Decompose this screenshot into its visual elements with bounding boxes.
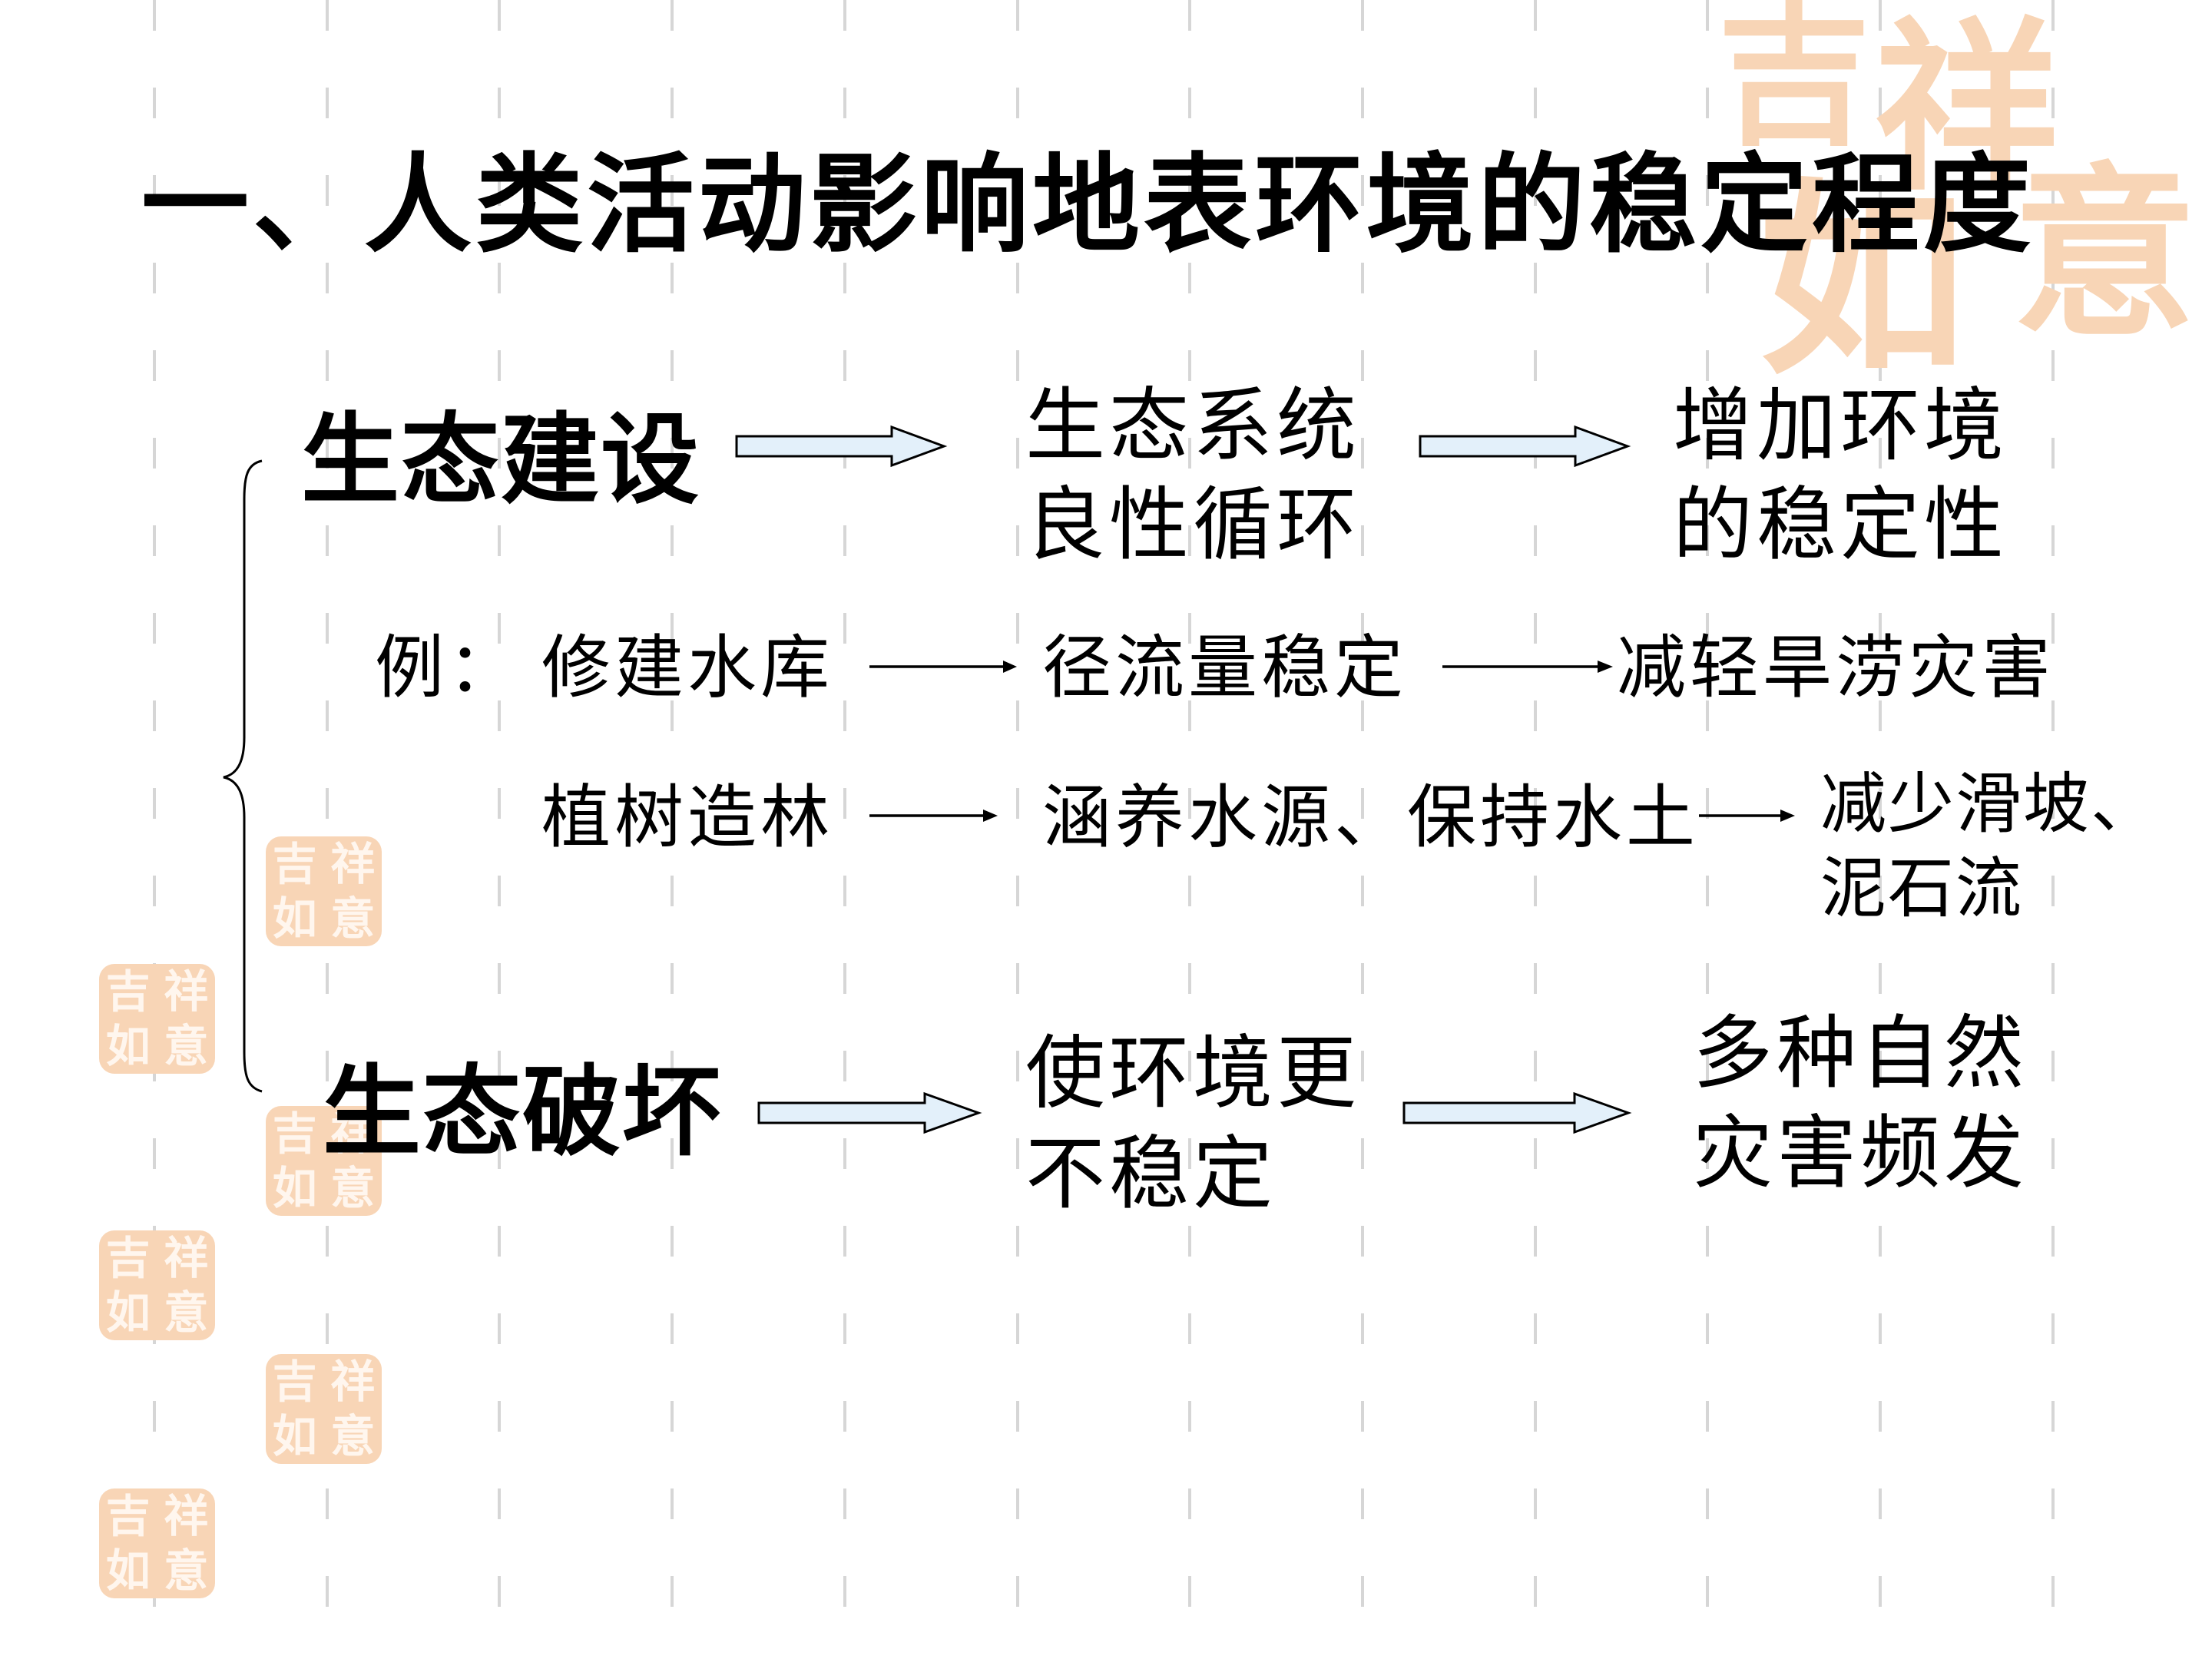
example-prefix: 例： — [375, 628, 521, 708]
seal-character: 祥 — [1874, 0, 2059, 216]
thin-arrow — [1699, 810, 1795, 822]
seal-character: 祥 — [164, 1489, 209, 1542]
destruction-outcome-line: 多种自然 — [1693, 1006, 2028, 1100]
seal-character: 意 — [164, 1545, 209, 1598]
grid-line — [671, 0, 674, 1659]
thin-arrow — [869, 661, 1017, 673]
grid-line — [498, 0, 501, 1659]
seal-stamp: 吉祥如意 — [99, 1230, 215, 1340]
seal-character: 祥 — [330, 1355, 376, 1408]
seal-stamp: 吉祥如意 — [266, 1106, 382, 1216]
block-arrow — [1402, 1091, 1632, 1134]
block-arrow — [1419, 425, 1631, 468]
seal-character: 吉 — [272, 837, 317, 890]
construction-outcome-line: 的稳定性 — [1673, 478, 2008, 571]
seal-character: 如 — [272, 1162, 317, 1215]
block-arrow — [757, 1091, 982, 1134]
grid-line — [326, 0, 329, 1659]
seal-character: 祥 — [330, 837, 376, 890]
seal-character: 意 — [164, 1286, 209, 1339]
seal-stamp: 吉祥如意 — [99, 964, 215, 1074]
example-effect: 涵养水源、保持水土 — [1042, 777, 1699, 858]
destruction-outcome-line: 灾害频发 — [1693, 1106, 2028, 1200]
seal-character: 吉 — [272, 1107, 317, 1160]
example-measure: 植树造林 — [541, 777, 833, 858]
grid-line — [1534, 0, 1537, 1659]
grid-line — [843, 0, 846, 1659]
brace — [223, 459, 263, 1093]
grid-line — [2051, 0, 2055, 1659]
seal-character: 祥 — [164, 1231, 209, 1284]
seal-character: 吉 — [272, 1355, 317, 1408]
seal-character: 吉 — [105, 965, 151, 1018]
seal-character: 如 — [272, 892, 317, 945]
seal-character: 吉 — [1717, 0, 1872, 167]
seal-stamp: 吉祥如意 — [266, 1354, 382, 1464]
grid-line — [1706, 0, 1709, 1659]
seal-character: 吉 — [105, 1489, 151, 1542]
seal-stamp: 吉祥如意 — [99, 1488, 215, 1598]
thin-arrow — [869, 810, 998, 822]
seal-character: 如 — [105, 1286, 151, 1339]
block-arrow — [735, 425, 948, 468]
seal-character: 如 — [272, 1410, 317, 1463]
page-title: 一、人类活动影响地表环境的稳定程度 — [141, 143, 2035, 268]
label-ecological-destruction: 生态破坏 — [323, 1055, 723, 1170]
construction-effect-line: 良性循环 — [1025, 478, 1361, 571]
seal-character: 如 — [105, 1545, 151, 1598]
grid-line — [1879, 0, 1882, 1659]
thin-arrow — [1442, 661, 1613, 673]
seal-character: 意 — [330, 1410, 376, 1463]
example-outcome: 减轻旱涝灾害 — [1617, 628, 2055, 708]
construction-effect-line: 生态系统 — [1025, 379, 1361, 472]
grid-line — [153, 0, 156, 1659]
example-outcome: 减少滑坡、 — [1820, 766, 2158, 843]
label-ecological-construction: 生态建设 — [301, 403, 701, 518]
seal-character: 意 — [2012, 145, 2197, 362]
seal-stamp: 吉祥如意 — [266, 836, 382, 946]
seal-character: 祥 — [164, 965, 209, 1018]
example-outcome: 泥石流 — [1820, 850, 2023, 927]
destruction-effect-line: 使环境更 — [1025, 1026, 1361, 1120]
seal-character: 吉 — [105, 1231, 151, 1284]
seal-character: 如 — [1759, 158, 1966, 402]
seal-character: 意 — [330, 892, 376, 945]
destruction-effect-line: 不稳定 — [1025, 1127, 1277, 1220]
grid-line — [1188, 0, 1191, 1659]
example-effect: 径流量稳定 — [1042, 628, 1407, 708]
construction-outcome-line: 增加环境 — [1673, 379, 2008, 472]
grid-line — [1361, 0, 1364, 1659]
seal-character: 意 — [164, 1020, 209, 1073]
seal-character: 祥 — [330, 1107, 376, 1160]
seal-character: 如 — [105, 1020, 151, 1073]
example-measure: 修建水库 — [541, 628, 833, 708]
seal-character: 意 — [330, 1162, 376, 1215]
grid-line — [1016, 0, 1019, 1659]
